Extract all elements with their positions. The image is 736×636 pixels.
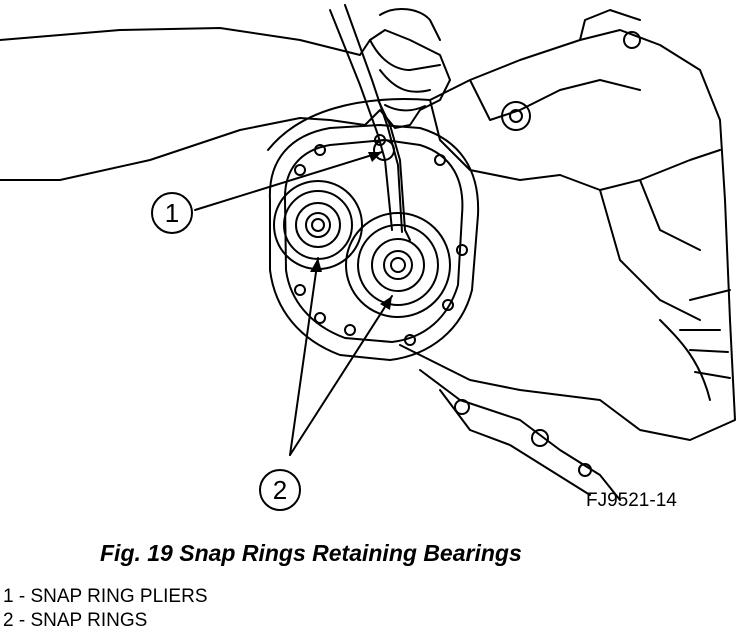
figure-reference-code: FJ9521-14: [586, 490, 677, 511]
figure-caption: Fig. 19 Snap Rings Retaining Bearings: [100, 540, 522, 566]
right-bearing: [345, 212, 451, 318]
left-bearing: [273, 180, 363, 270]
hand: [0, 27, 451, 181]
callout-2-leader-a: [289, 257, 319, 456]
callout-1-circle: [151, 192, 193, 234]
legend: 1 - SNAP RING PLIERS 2 - SNAP RINGS: [3, 585, 208, 633]
callout-2-number: 2: [273, 475, 287, 505]
callout-1-leader: [194, 151, 383, 211]
adapter-plate: [268, 124, 480, 361]
transmission-illustration: 1 2: [0, 4, 736, 511]
snap-ring-pliers: [329, 9, 393, 231]
legend-item: 1 - SNAP RING PLIERS: [3, 586, 208, 607]
legend-item: 2 - SNAP RINGS: [3, 610, 148, 631]
callout-2-circle: [259, 469, 301, 511]
callout-1-number: 1: [165, 198, 179, 228]
callout-2-leader-b: [289, 295, 393, 456]
